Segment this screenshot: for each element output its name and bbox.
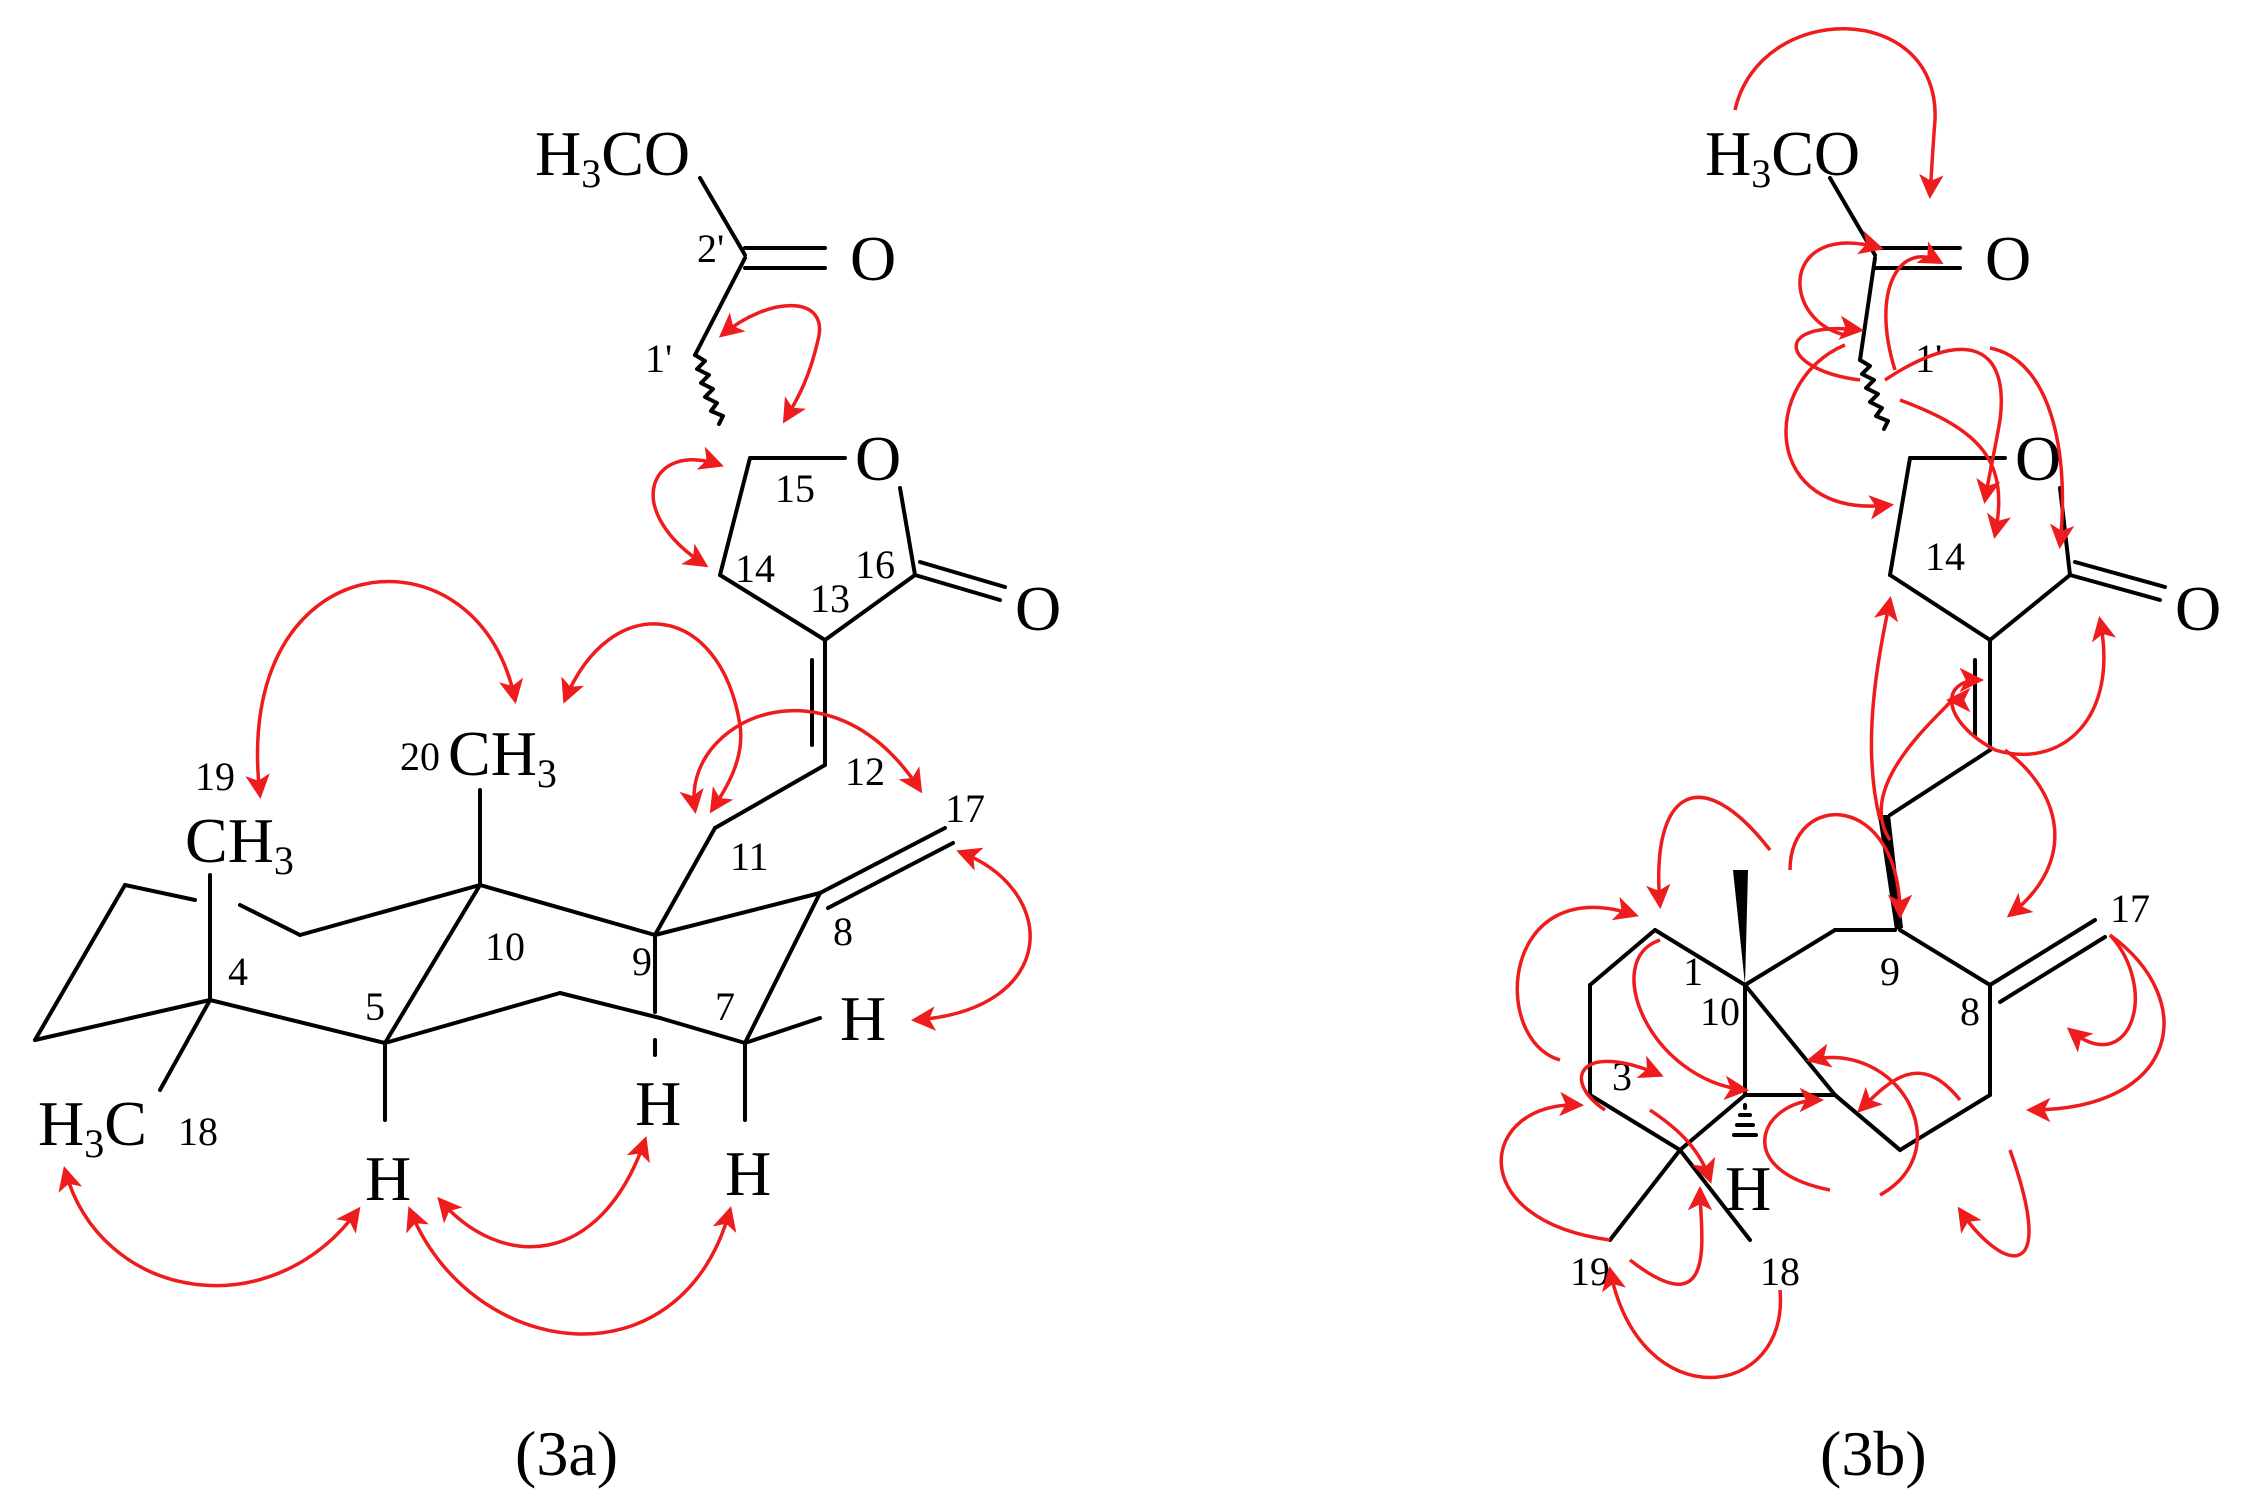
atom-number: 8 xyxy=(833,909,853,954)
atom-number: 12 xyxy=(845,749,885,794)
h5-label: H xyxy=(365,1143,411,1214)
atom-number: 9 xyxy=(1880,949,1900,994)
atom-number: 16 xyxy=(855,542,895,587)
atom-number: 14 xyxy=(1925,534,1965,579)
lactone-oxygen-label: O xyxy=(2175,573,2221,644)
panel-3a-bonds xyxy=(33,176,1007,1122)
atom-number: 7 xyxy=(715,984,735,1029)
atom-number: 2' xyxy=(697,226,724,271)
caption-3a: (3a) xyxy=(515,1418,618,1489)
caption-3b: (3b) xyxy=(1820,1418,1927,1489)
lactone-oxygen-label: O xyxy=(1015,573,1061,644)
atom-number: 5 xyxy=(365,984,385,1029)
atom-number: 8 xyxy=(1960,989,1980,1034)
atom-number: 9 xyxy=(632,939,652,984)
h7-label: H xyxy=(840,983,886,1054)
atom-number: 10 xyxy=(485,924,525,969)
c18-methyl-label: H3C xyxy=(38,1088,147,1166)
h9-label: H xyxy=(635,1068,681,1139)
panel-3b: H3CO O O O H 1' 14 17 9 8 1 10 3 19 18 (… xyxy=(1499,27,2221,1489)
panel-3b-hmbc-arrows xyxy=(1499,27,2166,1380)
atom-number: 15 xyxy=(775,466,815,511)
atom-number: 19 xyxy=(1570,1249,1610,1294)
atom-number: 14 xyxy=(735,546,775,591)
atom-number: 4 xyxy=(228,949,248,994)
atom-number: 17 xyxy=(2110,886,2150,931)
h7-label: H xyxy=(725,1138,771,1209)
panel-3a: H3CO O O O 20 CH3 19 CH3 H3C 18 H H H H … xyxy=(33,118,1061,1489)
c19-methyl-label: CH3 xyxy=(185,805,294,883)
carbonyl-oxygen-label: O xyxy=(1985,223,2031,294)
atom-number: 10 xyxy=(1700,989,1740,1034)
c18-number: 18 xyxy=(178,1109,218,1154)
atom-number: 11 xyxy=(730,834,769,879)
c20-methyl-label: CH3 xyxy=(448,718,557,796)
atom-number: 1 xyxy=(1683,949,1703,994)
atom-number: 17 xyxy=(945,786,985,831)
methoxy-label: H3CO xyxy=(535,118,690,196)
ring-oxygen-label: O xyxy=(2015,423,2061,494)
methoxy-label: H3CO xyxy=(1705,118,1860,196)
h5-label: H xyxy=(1725,1153,1771,1224)
ring-oxygen-label: O xyxy=(855,423,901,494)
panel-3a-noe-arrows xyxy=(58,303,1032,1336)
c20-number: 20 xyxy=(400,734,440,779)
carbonyl-oxygen-label: O xyxy=(850,223,896,294)
panel-3b-bonds xyxy=(1588,176,2167,1242)
atom-number: 13 xyxy=(810,576,850,621)
atom-number: 18 xyxy=(1760,1249,1800,1294)
panel-3b-labels: H3CO O O O H 1' 14 17 9 8 1 10 3 19 18 (… xyxy=(1570,118,2221,1489)
c19-number: 19 xyxy=(195,754,235,799)
atom-number: 1' xyxy=(645,336,672,381)
